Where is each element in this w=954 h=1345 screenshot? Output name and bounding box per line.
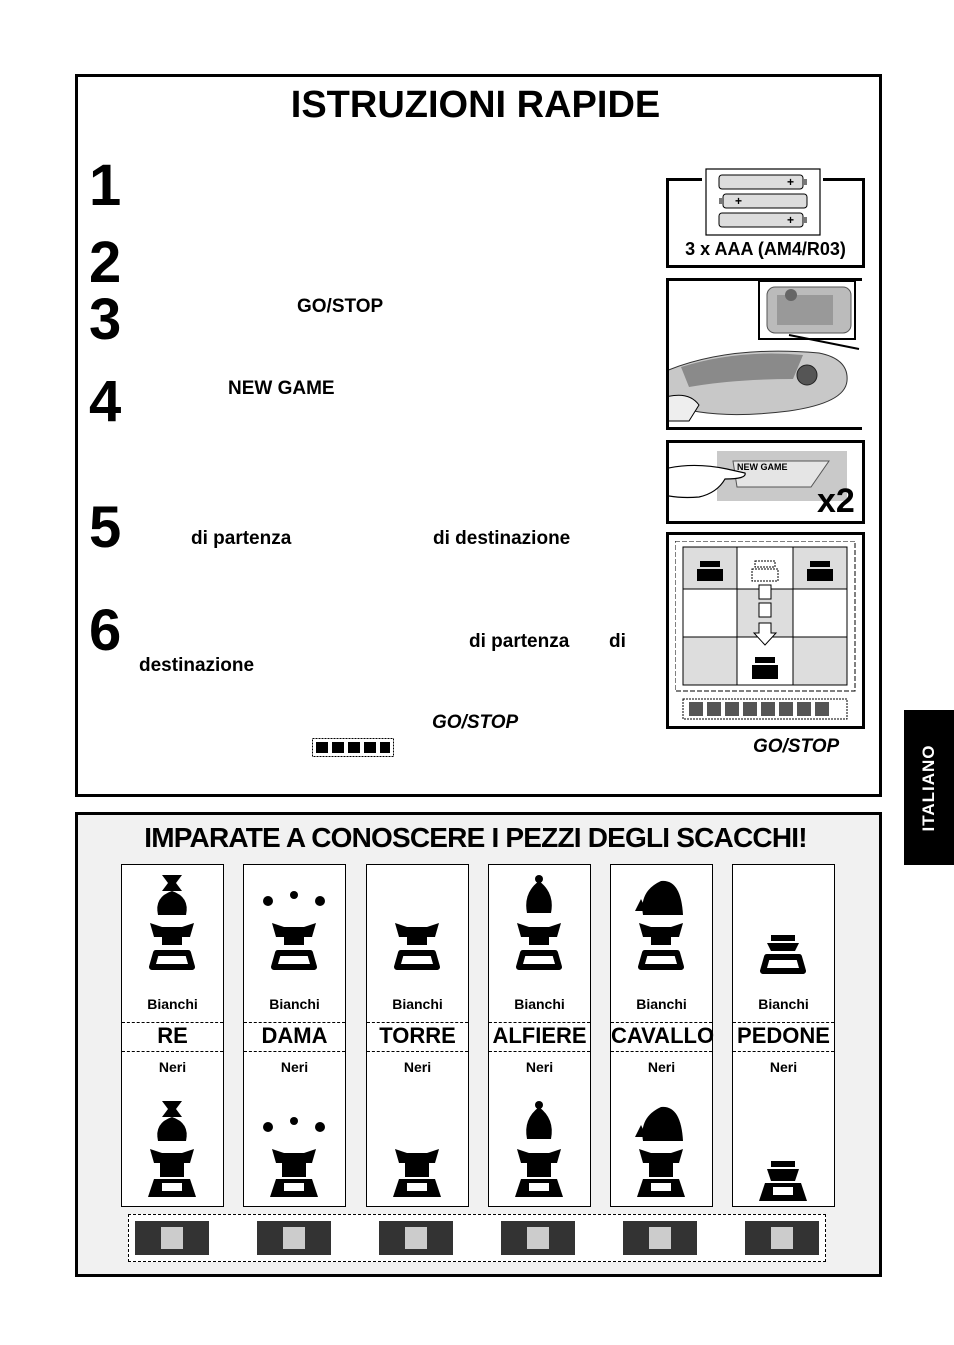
black-bishop-icon	[515, 1101, 563, 1197]
step-4-new-game-keyword: NEW GAME	[228, 378, 335, 399]
piece-name: PEDONE	[737, 1023, 830, 1048]
piece-name-band	[122, 1022, 223, 1052]
battery-caption: 3 x AAA (AM4/R03)	[685, 239, 846, 259]
press-count: x2	[817, 482, 855, 520]
lcd-symbol-pawn	[745, 1221, 819, 1255]
step-number-6: 6	[89, 598, 122, 663]
step-6-di-label: di	[609, 631, 626, 652]
white-king-icon	[149, 875, 195, 970]
learn-pieces-heading: IMPARATE A CONOSCERE I PEZZI DEGLI SCACC…	[144, 822, 807, 853]
new-game-button-label: NEW GAME	[737, 462, 788, 472]
black-label: Neri	[769, 1059, 798, 1075]
step-3-gostop-keyword: GO/STOP	[297, 296, 384, 317]
step-6-gostop-keyword: GO/STOP	[432, 712, 519, 733]
chessboard-icon	[675, 541, 856, 720]
gostop-caption: GO/STOP	[753, 736, 840, 757]
new-game-illustration: NEW GAME x2	[666, 440, 865, 524]
white-label: Bianchi	[147, 996, 198, 1012]
battery-icon: + + +	[705, 168, 821, 236]
piece-name-band	[733, 1022, 834, 1052]
step-number-1: 1	[89, 153, 122, 218]
white-label: Bianchi	[269, 996, 320, 1012]
step-number-3: 3	[89, 287, 122, 352]
step-5-to-label: di destinazione	[433, 528, 571, 549]
svg-text:+: +	[787, 175, 794, 189]
lcd-symbol-queen	[257, 1221, 331, 1255]
black-queen-icon	[263, 1117, 325, 1197]
language-tab: ITALIANO	[904, 710, 954, 865]
piece-name: RE	[157, 1023, 188, 1048]
lcd-symbol-knight	[623, 1221, 697, 1255]
device-illustration	[665, 278, 862, 430]
black-label: Neri	[403, 1059, 432, 1075]
white-rook-icon	[394, 923, 440, 970]
battery-illustration: + + + 3 x AAA (AM4/R03)	[666, 168, 865, 268]
black-rook-icon	[393, 1149, 441, 1197]
black-label: Neri	[647, 1059, 676, 1075]
lcd-symbol-rook	[379, 1221, 453, 1255]
white-label: Bianchi	[514, 996, 565, 1012]
step-number-4: 4	[89, 369, 122, 434]
lcd-symbol-bishop	[501, 1221, 575, 1255]
piece-name: ALFIERE	[492, 1023, 587, 1048]
white-queen-icon	[263, 891, 325, 970]
piece-name-band	[489, 1022, 590, 1052]
step-6-from-label: di partenza	[469, 631, 570, 652]
svg-text:+: +	[735, 194, 742, 208]
lcd-display-icon	[312, 738, 394, 757]
finger-icon	[669, 464, 746, 499]
black-label: Neri	[525, 1059, 554, 1075]
white-knight-icon	[635, 880, 684, 970]
black-label: Neri	[158, 1059, 187, 1075]
white-pawn-icon	[760, 935, 806, 974]
white-label: Bianchi	[636, 996, 687, 1012]
lcd-piece-symbols	[128, 1214, 826, 1262]
black-label: Neri	[280, 1059, 309, 1075]
step-5-from-label: di partenza	[191, 528, 292, 549]
piece-name-band	[367, 1022, 468, 1052]
white-label: Bianchi	[758, 996, 809, 1012]
white-bishop-icon	[516, 875, 562, 970]
piece-name: TORRE	[379, 1023, 456, 1048]
chess-computer-icon	[665, 280, 860, 422]
page-title: ISTRUZIONI RAPIDE	[290, 84, 661, 126]
lcd-symbol-king	[135, 1221, 209, 1255]
black-king-icon	[148, 1101, 196, 1197]
step-6-to-label: destinazione	[139, 655, 255, 676]
step-number-5: 5	[89, 495, 122, 560]
svg-text:+: +	[787, 213, 794, 227]
black-pawn-icon	[759, 1161, 807, 1201]
piece-name-band	[611, 1022, 712, 1052]
piece-name-band	[244, 1022, 345, 1052]
black-knight-icon	[635, 1106, 685, 1197]
piece-name: DAMA	[261, 1023, 328, 1048]
step-number-2: 2	[89, 230, 122, 295]
board-illustration	[666, 532, 865, 729]
language-tab-label: ITALIANO	[919, 743, 938, 832]
piece-name: CAVALLO	[611, 1023, 715, 1048]
white-label: Bianchi	[392, 996, 443, 1012]
